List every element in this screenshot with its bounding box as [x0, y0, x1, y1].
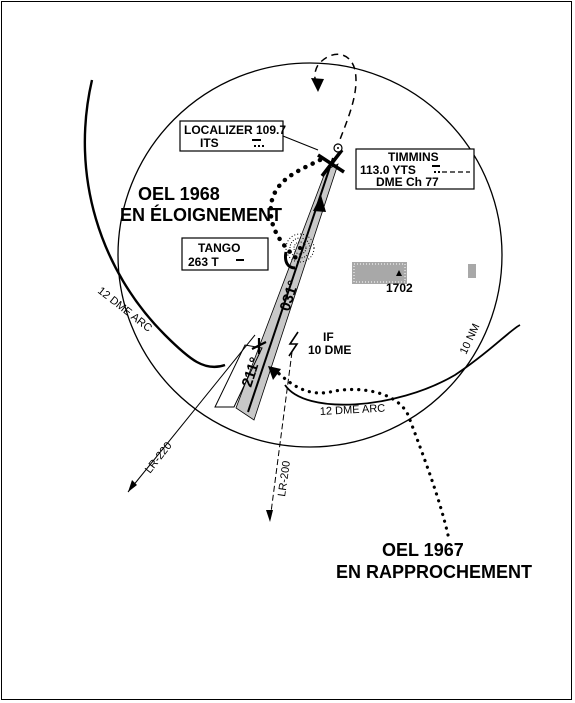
- elevation-marker: [396, 270, 402, 276]
- ten-nm-circle: [117, 62, 503, 448]
- timmins-box: [355, 148, 475, 190]
- small-obstacle-marker: [468, 264, 476, 278]
- tango-turn-arrow: [284, 251, 296, 270]
- localizer-morse-icon: [252, 139, 264, 147]
- timmins-freq: 113.0 YTS: [360, 163, 416, 177]
- missed-approach-track: [314, 53, 357, 151]
- lr200-label: LR-200: [276, 460, 293, 497]
- localizer-ident: ITS: [200, 136, 219, 150]
- if-fix-marker: [251, 338, 267, 354]
- if-dme-label: 10 DME: [308, 343, 351, 357]
- lr200-line: [269, 351, 293, 521]
- oel1968-line2: EN ÉLOIGNEMENT: [120, 204, 282, 225]
- if-label: IF: [323, 330, 334, 344]
- tango-box: [181, 237, 269, 271]
- localizer-label: LOCALIZER 109.7: [184, 123, 286, 137]
- localizer-box-leader: [282, 135, 319, 151]
- oel1968-track: [268, 157, 323, 261]
- timmins-vortac-icon: [317, 143, 345, 178]
- oel1967-line2: EN RAPPROCHEMENT: [336, 562, 532, 582]
- lr220-arrow-head: [128, 480, 137, 492]
- tango-name: TANGO: [198, 241, 240, 255]
- dme-arc-west-label: 12 DME ARC: [95, 285, 154, 335]
- timmins-dme: DME Ch 77: [376, 175, 439, 189]
- course-arrow-head: [313, 195, 326, 212]
- timmins-morse-icon: [432, 165, 470, 173]
- timmins-name: TIMMINS: [388, 150, 439, 164]
- localizer-box: [179, 120, 284, 152]
- lr220-line: [127, 334, 256, 493]
- dme-arc-south-label: 12 DME ARC: [320, 403, 386, 418]
- dme-arc-south: [284, 324, 521, 406]
- missed-approach-arrow: [311, 78, 324, 92]
- dme-arc-west: [83, 79, 226, 369]
- localizer-feather: [214, 344, 263, 408]
- tango-ndb-icon: [285, 233, 315, 263]
- tango-morse-icon: [236, 259, 244, 261]
- elevation-label: 1702: [386, 281, 413, 295]
- oel1967-arrow: [268, 366, 281, 380]
- lr200-arrow-head: [266, 510, 273, 522]
- if-lightning-icon: [288, 331, 299, 357]
- oel1967-track: [273, 368, 450, 537]
- oel1968-line1: OEL 1968: [138, 184, 220, 204]
- ten-nm-label: 10 NM: [458, 322, 483, 356]
- oel1967-line1: OEL 1967: [382, 540, 464, 560]
- course-outbound-label: 031°: [277, 278, 303, 313]
- tango-freq: 263 T: [188, 255, 219, 269]
- terrain-area: [352, 262, 407, 284]
- lr220-label: LR-220: [143, 440, 175, 476]
